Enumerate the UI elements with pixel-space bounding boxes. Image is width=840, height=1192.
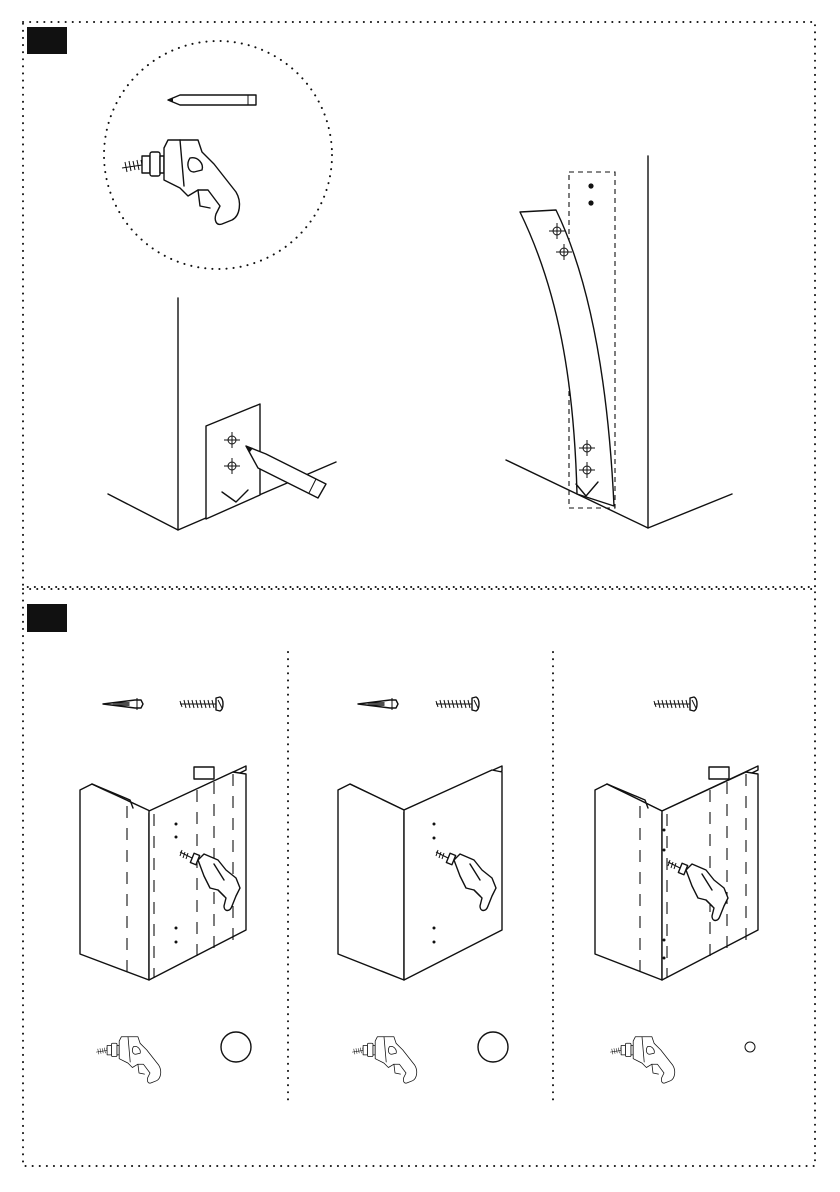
template-on-wall-view	[506, 156, 732, 528]
drill-icon	[96, 1037, 161, 1083]
option-2	[338, 697, 508, 1083]
step-1-frame	[23, 22, 815, 587]
step-2-marker	[27, 604, 67, 632]
screw-icon	[654, 697, 697, 711]
option-3	[595, 697, 758, 1083]
pencil-icon	[168, 95, 256, 105]
screw-icon	[180, 697, 223, 711]
step-1-marker	[27, 27, 67, 54]
wall-cabinet-diagram	[338, 766, 502, 980]
screw-icon	[436, 697, 479, 711]
drill-bit-size-small	[745, 1042, 755, 1052]
drill-icon	[352, 1037, 417, 1083]
drill-icon	[610, 1037, 675, 1083]
tools-needed-circle	[104, 41, 332, 269]
wall-plug-icon	[103, 698, 143, 710]
wall-cabinet-diagram	[595, 766, 758, 980]
wall-plug-icon	[358, 698, 398, 710]
drill-bit-size-large	[221, 1032, 251, 1062]
wall-cabinet-diagram	[80, 766, 246, 980]
drill-bit-size-large	[478, 1032, 508, 1062]
drill-icon	[122, 140, 239, 224]
option-1	[80, 697, 251, 1083]
marking-holes-view	[108, 298, 336, 530]
